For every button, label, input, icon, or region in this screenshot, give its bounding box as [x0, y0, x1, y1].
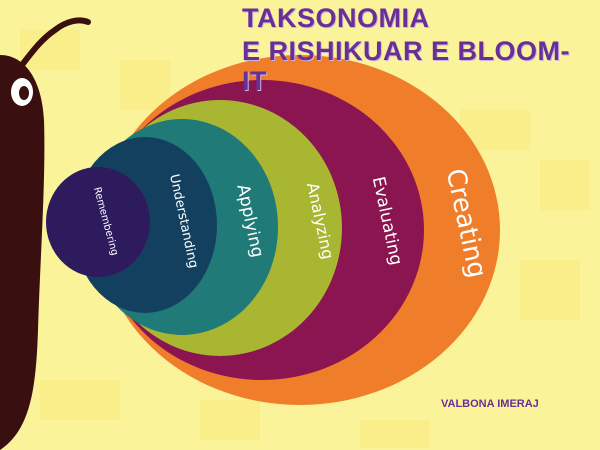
author-name: VALBONA IMERAJ [441, 398, 539, 410]
title-line-1: TAKSONOMIA [242, 3, 430, 33]
butterfly-body-icon [0, 55, 45, 450]
title-line-2: E RISHIKUAR E BLOOM- IT [242, 36, 571, 96]
butterfly-pupil-icon [19, 86, 29, 100]
level-ring-remembering [46, 167, 150, 277]
butterfly-antenna-icon [15, 17, 91, 73]
butterfly-graphic [0, 17, 91, 450]
